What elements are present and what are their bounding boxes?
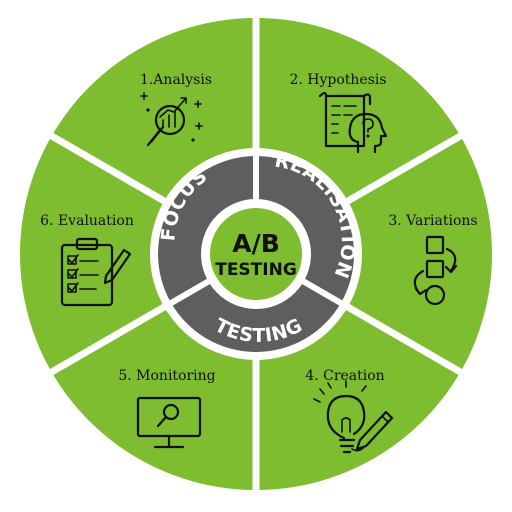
outer-separator (46, 300, 172, 378)
step-label-creation: 4. Creation (305, 368, 384, 384)
center-core (210, 208, 302, 300)
evaluation-clipboard-checklist-icon (60, 237, 132, 307)
step-label-analysis: 1.Analysis (140, 72, 212, 88)
step-label-variations: 3. Variations (388, 213, 477, 229)
outer-segment-variations (342, 136, 492, 372)
creation-lightbulb-pen-icon (313, 380, 394, 454)
step-label-hypothesis: 2. Hypothesis (289, 72, 386, 88)
outer-segment-creation (256, 304, 461, 490)
inner-separator (297, 276, 345, 307)
outer-separator (340, 130, 466, 208)
center-title: A/B (232, 229, 280, 258)
outer-ring (20, 18, 492, 490)
center-subtitle: TESTING (215, 260, 297, 280)
monitoring-screen-icon (136, 396, 202, 449)
step-label-evaluation: 6. Evaluation (40, 213, 134, 229)
hypothesis-document-head-icon (318, 91, 388, 154)
outer-segment-evaluation (20, 136, 170, 372)
outer-segment-analysis (51, 18, 256, 204)
inner-ring-separators (167, 154, 345, 309)
inner-ring-border (150, 148, 362, 360)
outer-separator (340, 300, 466, 378)
outer-separator (46, 130, 172, 208)
variations-shapes-icon (413, 235, 458, 306)
inner-segment-testing (171, 281, 341, 352)
step-label-monitoring: 5. Monitoring (118, 368, 215, 384)
outer-segment-hypothesis (256, 18, 461, 204)
analysis-magnifier-chart-icon (140, 92, 203, 147)
outer-ring-separators (46, 14, 466, 494)
core-border (201, 199, 311, 309)
inner-separator (167, 276, 215, 307)
